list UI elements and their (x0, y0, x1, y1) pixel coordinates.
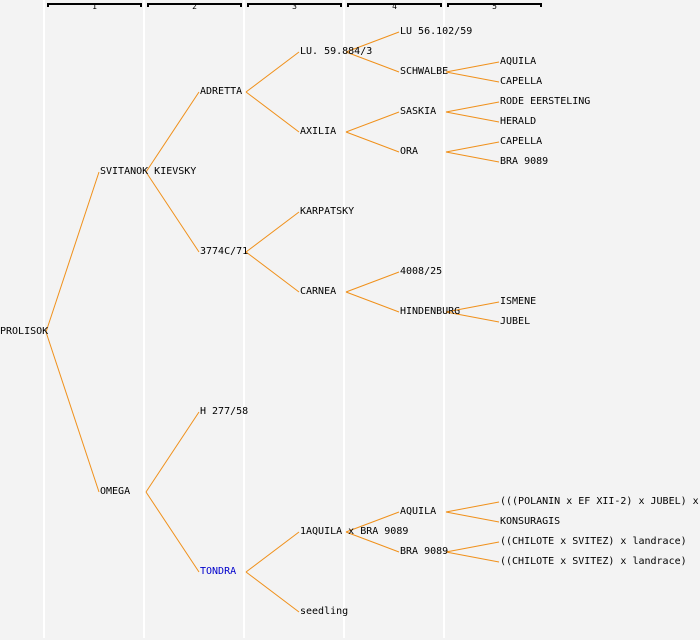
pedigree-node[interactable]: 3774C/71 (200, 246, 249, 257)
pedigree-link (345, 531, 400, 553)
pedigree-link (445, 551, 500, 563)
column-separator (143, 0, 145, 638)
pedigree-node[interactable]: KONSURAGIS (500, 516, 561, 527)
pedigree-link (445, 111, 500, 123)
pedigree-link (245, 571, 300, 613)
pedigree-link (445, 101, 500, 113)
pedigree-node[interactable]: 4008/25 (400, 266, 443, 277)
pedigree-link (45, 331, 100, 493)
pedigree-link (445, 301, 500, 313)
pedigree-node[interactable]: LU 56.102/59 (400, 26, 473, 37)
pedigree-node[interactable]: CARNEA (300, 286, 337, 297)
pedigree-node[interactable]: seedling (300, 606, 349, 617)
pedigree-link (445, 61, 500, 73)
generation-label-1: 1 (92, 2, 97, 11)
generation-label-5: 5 (492, 2, 497, 11)
column-separator (343, 0, 345, 638)
pedigree-link (345, 271, 400, 293)
pedigree-node[interactable]: OMEGA (100, 486, 131, 497)
pedigree-node[interactable]: ((CHILOTE x SVITEZ) x landrace) (500, 556, 687, 567)
pedigree-node[interactable]: ADRETTA (200, 86, 243, 97)
pedigree-link (245, 251, 300, 293)
pedigree-link (445, 511, 500, 523)
pedigree-node[interactable]: HINDENBURG (400, 306, 461, 317)
pedigree-node[interactable]: JUBEL (500, 316, 531, 327)
pedigree-node[interactable]: TONDRA (200, 566, 237, 577)
pedigree-node[interactable]: ((CHILOTE x SVITEZ) x landrace) (500, 536, 687, 547)
generation-bracket (347, 3, 442, 7)
pedigree-node[interactable]: CAPELLA (500, 136, 543, 147)
pedigree-node[interactable]: CAPELLA (500, 76, 543, 87)
pedigree-link (345, 511, 400, 533)
pedigree-link (45, 171, 100, 333)
pedigree-node[interactable]: SCHWALBE (400, 66, 449, 77)
generation-label-2: 2 (192, 2, 197, 11)
pedigree-link (245, 531, 300, 573)
generation-label-3: 3 (292, 2, 297, 11)
pedigree-node[interactable]: HERALD (500, 116, 537, 127)
pedigree-link (445, 311, 500, 323)
pedigree-node[interactable]: KARPATSKY (300, 206, 355, 217)
pedigree-link (445, 501, 500, 513)
pedigree-link (145, 91, 200, 173)
pedigree-link (345, 51, 400, 73)
column-separator (243, 0, 245, 638)
pedigree-link (445, 71, 500, 83)
generation-bracket (247, 3, 342, 7)
pedigree-node[interactable]: ISMENE (500, 296, 537, 307)
root-variety[interactable]: PROLISOK (0, 326, 49, 337)
pedigree-link (245, 51, 300, 93)
pedigree-link (445, 151, 500, 163)
pedigree-link (145, 491, 200, 573)
pedigree-node[interactable]: LU. 59.884/3 (300, 46, 373, 57)
pedigree-node[interactable]: H 277/58 (200, 406, 249, 417)
pedigree-node[interactable]: ORA (400, 146, 419, 157)
pedigree-node[interactable]: RODE EERSTELING (500, 96, 591, 107)
generation-bracket (147, 3, 242, 7)
pedigree-node[interactable]: 1AQUILA x BRA 9089 (300, 526, 409, 537)
pedigree-node[interactable]: SVITANOK KIEVSKY (100, 166, 197, 177)
generation-bracket (47, 3, 142, 7)
pedigree-node[interactable]: SASKIA (400, 106, 437, 117)
pedigree-node[interactable]: AQUILA (400, 506, 437, 517)
pedigree-link (445, 541, 500, 553)
generation-label-4: 4 (392, 2, 397, 11)
pedigree-link (445, 141, 500, 153)
pedigree-node[interactable]: BRA 9089 (500, 156, 549, 167)
pedigree-link (145, 171, 200, 253)
pedigree-link (245, 211, 300, 253)
column-separator (43, 0, 45, 638)
pedigree-node[interactable]: (((POLANIN x EF XII-2) x JUBEL) x (500, 496, 699, 507)
pedigree-link (245, 91, 300, 133)
pedigree-link (345, 131, 400, 153)
pedigree-node[interactable]: AQUILA (500, 56, 537, 67)
pedigree-node[interactable]: AXILIA (300, 126, 337, 137)
pedigree-link (145, 411, 200, 493)
pedigree-link (345, 31, 400, 53)
pedigree-link (345, 111, 400, 133)
column-separator (443, 0, 445, 638)
pedigree-link (345, 291, 400, 313)
pedigree-node[interactable]: BRA 9089 (400, 546, 449, 557)
generation-bracket (447, 3, 542, 7)
